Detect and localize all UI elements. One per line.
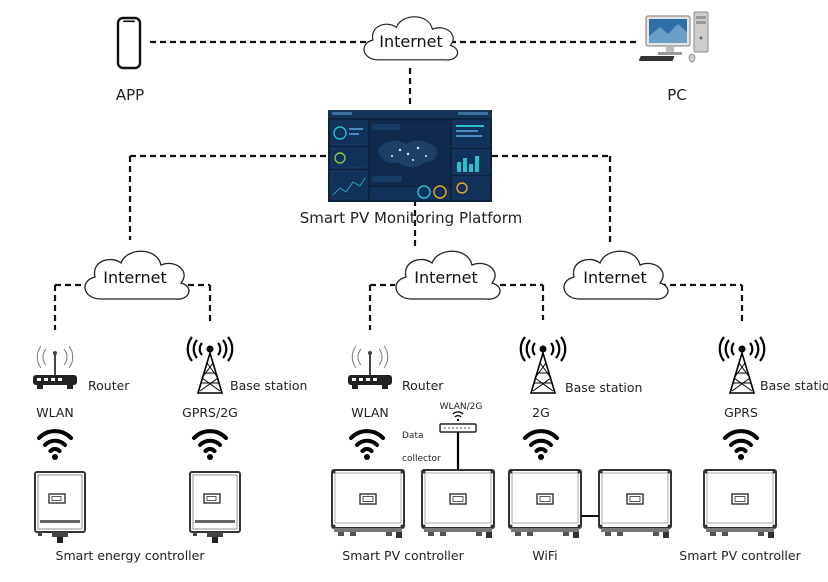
wifi-icon bbox=[723, 429, 759, 462]
base-station-label: Base station bbox=[565, 380, 643, 395]
desktop-pc-icon bbox=[639, 11, 709, 63]
base-station-label: Base station bbox=[760, 378, 828, 393]
inverter-icon bbox=[34, 471, 86, 544]
wifi-icon bbox=[37, 429, 73, 462]
internet-label: Internet bbox=[583, 268, 647, 287]
router-icon bbox=[32, 345, 78, 390]
wifi-icon bbox=[349, 429, 385, 462]
wifi-caption: WiFi bbox=[532, 548, 558, 563]
collector-network-label: WLAN/2G bbox=[439, 402, 483, 412]
gprs-2g-label: GPRS/2G bbox=[182, 405, 238, 420]
device-caption: Smart PV controller bbox=[342, 548, 464, 563]
collector-label: collector bbox=[402, 454, 441, 464]
data-label: Data bbox=[402, 431, 424, 441]
router-label: Router bbox=[88, 378, 130, 393]
pc-label: PC bbox=[667, 86, 687, 104]
wlan-label: WLAN bbox=[36, 405, 74, 420]
wifi-icon bbox=[192, 429, 228, 462]
smartphone-icon bbox=[116, 16, 142, 70]
monitoring-dashboard-image bbox=[328, 110, 492, 202]
cell-tower-icon bbox=[186, 335, 234, 395]
internet-label: Internet bbox=[414, 268, 478, 287]
cell-tower-icon bbox=[519, 335, 567, 395]
app-label: APP bbox=[115, 86, 145, 104]
inverter-icon bbox=[598, 469, 672, 539]
inverter-icon bbox=[508, 469, 582, 539]
inverter-icon bbox=[421, 469, 495, 539]
base-station-label: Base station bbox=[230, 378, 308, 393]
router-label: Router bbox=[402, 378, 444, 393]
wifi-icon bbox=[523, 429, 559, 462]
data-collector-icon bbox=[439, 411, 477, 470]
connection-lines bbox=[53, 40, 744, 330]
2g-label: 2G bbox=[532, 405, 550, 420]
wlan-label: WLAN bbox=[351, 405, 389, 420]
internet-label: Internet bbox=[379, 32, 443, 51]
gprs-label: GPRS bbox=[724, 405, 758, 420]
router-icon bbox=[347, 345, 393, 390]
cell-tower-icon bbox=[718, 335, 766, 395]
device-caption: Smart PV controller bbox=[679, 548, 801, 563]
device-caption: Smart energy controller bbox=[55, 548, 205, 563]
internet-label: Internet bbox=[103, 268, 167, 287]
inverter-icon bbox=[703, 469, 777, 539]
inverter-icon bbox=[331, 469, 405, 539]
inverter-icon bbox=[189, 471, 241, 544]
platform-label: Smart PV Monitoring Platform bbox=[299, 209, 523, 227]
